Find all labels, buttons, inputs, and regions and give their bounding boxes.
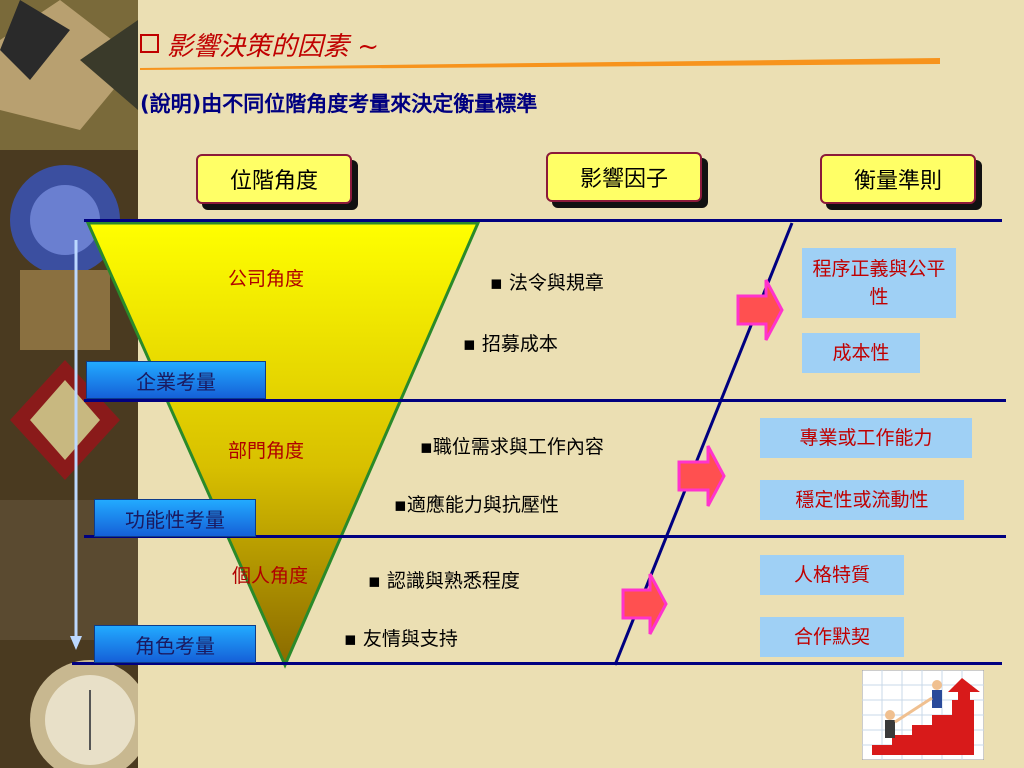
criteria-teamwork: 合作默契 xyxy=(760,617,904,657)
criteria-cost: 成本性 xyxy=(802,333,920,373)
tag-role: 角色考量 xyxy=(94,625,256,663)
divider-bottom xyxy=(72,662,1002,665)
divider-top xyxy=(84,219,1002,222)
slide-title: 影響決策的因素 ~ xyxy=(140,26,379,63)
factor-job-needs: ▪職位需求與工作內容 xyxy=(420,436,604,458)
divider-department xyxy=(84,535,1006,538)
criteria-justice: 程序正義與公平性 xyxy=(802,248,956,318)
tag-functional: 功能性考量 xyxy=(94,499,256,537)
right-arrow-icon xyxy=(736,279,784,341)
slide-title-text: 影響決策的因素 ~ xyxy=(167,32,380,62)
criteria-personality: 人格特質 xyxy=(760,555,904,595)
header-level-perspective: 位階角度 xyxy=(196,154,352,204)
right-arrow-icon xyxy=(621,573,668,635)
factor-laws: ▪ 法令與規章 xyxy=(490,272,604,294)
subtitle: (說明)由不同位階角度考量來決定衡量標準 xyxy=(140,92,538,116)
factor-friendship: ▪ 友情與支持 xyxy=(344,628,458,650)
level-company: 公司角度 xyxy=(228,268,305,290)
inverted-triangle xyxy=(85,221,481,669)
level-individual: 個人角度 xyxy=(232,565,309,587)
factor-recruit-cost: ▪ 招募成本 xyxy=(463,333,558,355)
criteria-stability: 穩定性或流動性 xyxy=(760,480,964,520)
decorative-medals-image xyxy=(0,0,138,768)
tag-enterprise: 企業考量 xyxy=(86,361,266,399)
checkbox-bullet-icon xyxy=(140,34,159,53)
factor-adaptability: ▪適應能力與抗壓性 xyxy=(394,494,559,516)
factor-familiarity: ▪ 認識與熟悉程度 xyxy=(368,570,520,592)
header-influence-factor: 影響因子 xyxy=(546,152,702,202)
business-climb-clipart-icon xyxy=(862,670,984,760)
title-underline xyxy=(140,58,940,70)
right-arrow-icon xyxy=(677,445,726,507)
level-department: 部門角度 xyxy=(228,440,305,462)
header-criteria: 衡量準則 xyxy=(820,154,976,204)
criteria-competence: 專業或工作能力 xyxy=(760,418,972,458)
divider-company xyxy=(84,399,1006,402)
